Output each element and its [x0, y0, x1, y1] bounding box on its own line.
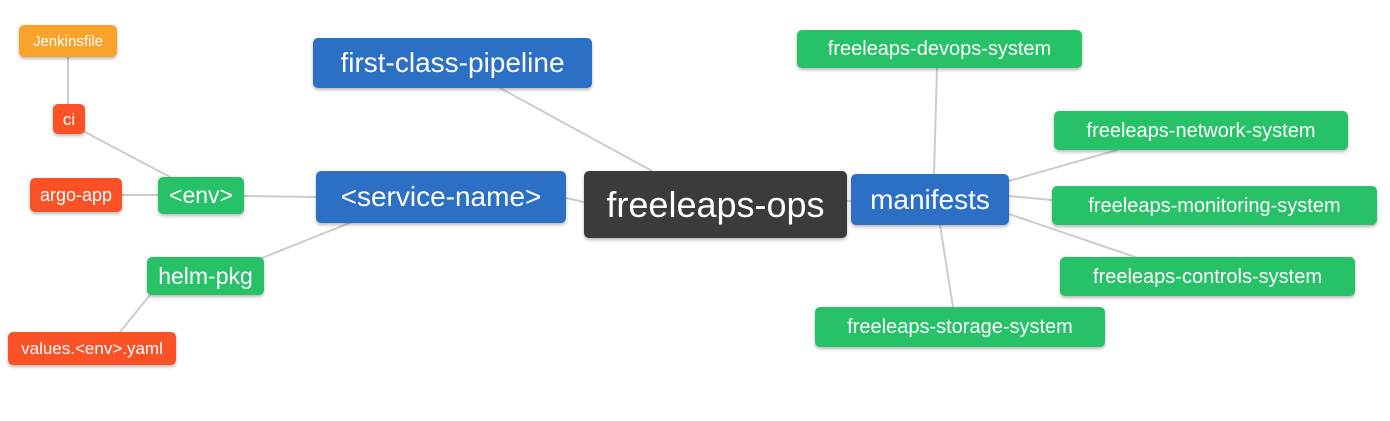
- edge-manifests--freeleaps-storage-system: [939, 224, 954, 308]
- node-manifests[interactable]: manifests: [851, 174, 1009, 225]
- edge-manifests--freeleaps-devops-system: [933, 67, 938, 175]
- node-env[interactable]: <env>: [158, 177, 244, 214]
- node-first-class-pipeline[interactable]: first-class-pipeline: [313, 38, 592, 88]
- node-freeleaps-monitoring-system[interactable]: freeleaps-monitoring-system: [1052, 186, 1377, 225]
- edge-values-env-yaml--helm-pkg: [119, 294, 151, 333]
- node-freeleaps-devops-system[interactable]: freeleaps-devops-system: [797, 30, 1082, 68]
- node-freeleaps-controls-system[interactable]: freeleaps-controls-system: [1060, 257, 1355, 296]
- edge-manifests--freeleaps-network-system: [1008, 149, 1118, 182]
- node-jenkinsfile[interactable]: Jenkinsfile: [19, 25, 117, 57]
- edge-env--service-name: [243, 195, 317, 198]
- edge-ci--env: [84, 131, 171, 178]
- edge-manifests--freeleaps-controls-system: [1008, 213, 1136, 258]
- edge-service-name--freeleaps-ops: [565, 197, 585, 203]
- node-service-name[interactable]: <service-name>: [316, 171, 566, 223]
- node-freeleaps-ops[interactable]: freeleaps-ops: [584, 171, 847, 238]
- edge-manifests--freeleaps-monitoring-system: [1008, 195, 1053, 201]
- node-freeleaps-storage-system[interactable]: freeleaps-storage-system: [815, 307, 1105, 347]
- edge-first-class-pipeline--freeleaps-ops: [499, 87, 653, 172]
- node-ci[interactable]: ci: [53, 104, 85, 134]
- node-values-env-yaml[interactable]: values.<env>.yaml: [8, 332, 176, 365]
- node-freeleaps-network-system[interactable]: freeleaps-network-system: [1054, 111, 1348, 150]
- node-argo-app[interactable]: argo-app: [30, 178, 122, 212]
- edge-helm-pkg--service-name: [261, 221, 353, 259]
- node-helm-pkg[interactable]: helm-pkg: [147, 257, 264, 295]
